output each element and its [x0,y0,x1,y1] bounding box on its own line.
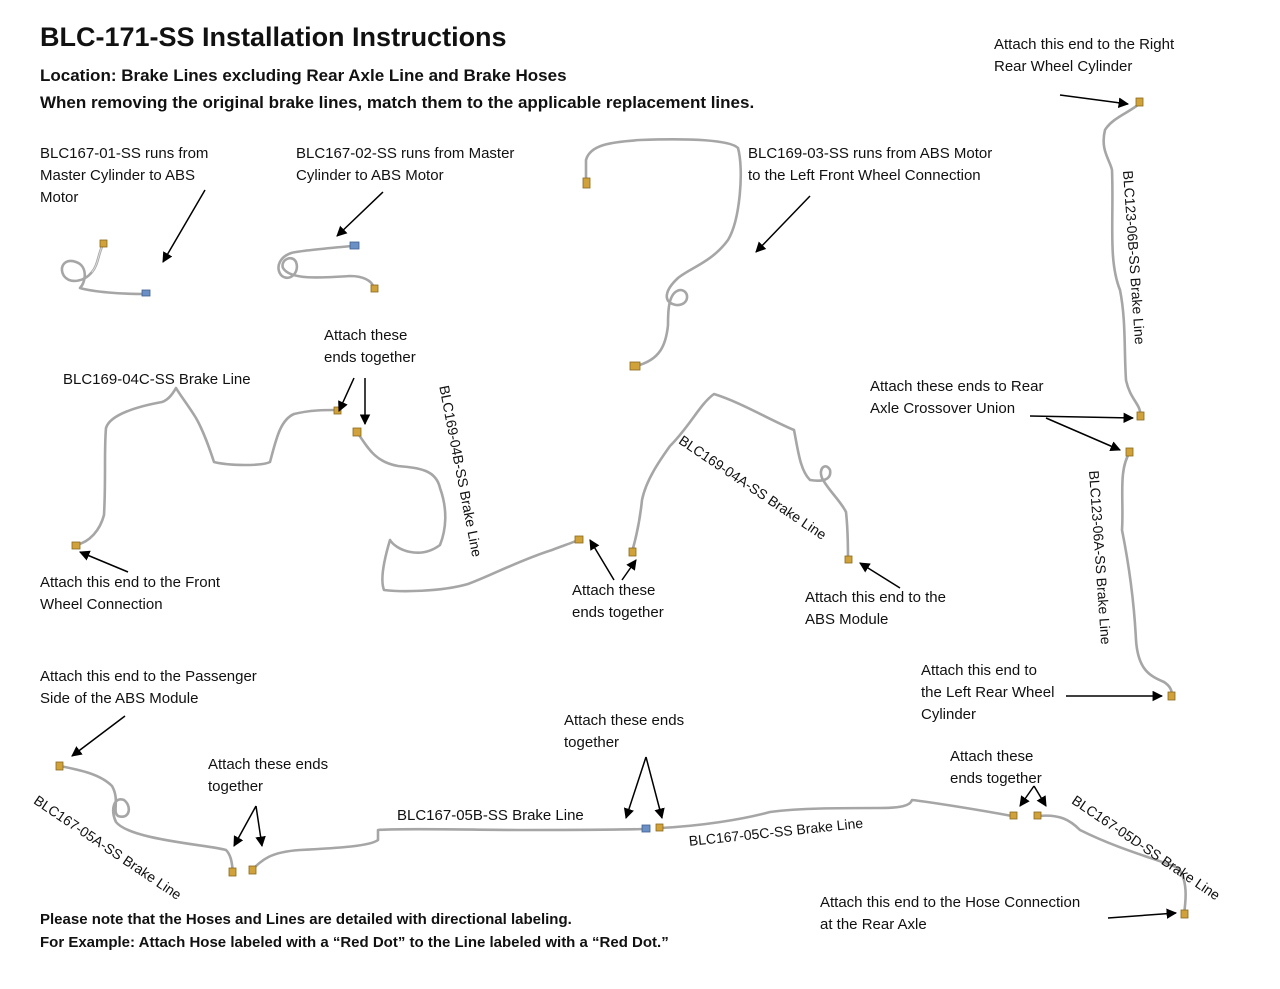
brake-line-169-04a [628,392,853,564]
arrow [623,756,647,819]
arrow [1029,412,1135,424]
fitting [349,241,360,250]
arrow [645,756,665,820]
fitting [1033,811,1042,820]
fitting [582,177,591,189]
brake-line-169-04b [352,427,584,593]
arrow [1059,94,1130,108]
fitting [641,824,651,833]
fitting [844,555,853,564]
annotation-ends-together: Attach these ends together [572,582,664,621]
description-167-01: BLC167-01-SS runs from Master Cylinder t… [40,145,209,206]
fitting [628,547,637,557]
brake-line-167-05a [55,761,237,877]
arrow [233,805,257,847]
description-167-02: BLC167-02-SS runs from Master Cylinder t… [296,145,515,184]
arrow [71,715,126,757]
brake-line-167-05c [655,798,1018,832]
fitting [655,823,664,832]
matching-instruction: When removing the original brake lines, … [40,93,755,112]
fitting [1135,97,1144,107]
description-169-03: BLC169-03-SS runs from ABS Motor to the … [748,145,993,184]
arrow [621,559,637,581]
fitting [1136,411,1145,421]
arrow [1033,785,1047,807]
arrow [79,550,129,573]
brake-line-169-03 [582,137,743,371]
annotation-front-wheel: Attach this end to the Front Wheel Conne… [40,574,221,613]
arrow [1045,417,1121,452]
brake-line-167-01 [60,239,151,297]
fitting [1180,909,1189,919]
arrow [1107,908,1178,919]
fitting [228,867,237,877]
annotation-rear-axle-crossover: Attach these ends to Rear Axle Crossover… [870,378,1044,417]
page-title: BLC-171-SS Installation Instructions [40,22,507,52]
note-line-1: Please note that the Hoses and Lines are… [40,911,572,928]
annotation-left-rear-wheel: Attach this end to the Left Rear Wheel C… [921,662,1055,723]
notes: Please note that the Hoses and Lines are… [40,908,669,954]
fitting [71,541,81,550]
annotation-ends-together: Attach these ends together [950,748,1042,787]
arrow [338,377,355,412]
fitting [574,535,584,544]
arrow [859,562,901,589]
fitting [55,761,64,771]
fitting [1009,811,1018,820]
arrow [1019,785,1035,807]
arrow [589,539,615,581]
fitting [1125,447,1134,457]
fitting [141,289,151,297]
fitting [352,427,362,437]
arrow [162,189,206,263]
fitting [248,865,257,875]
annotation-abs-module: Attach this end to the ABS Module [805,589,946,628]
location-subtitle: Location: Brake Lines excluding Rear Axl… [40,66,567,85]
fitting [629,361,641,371]
annotation-right-rear-wheel: Attach this end to the Right Rear Wheel … [994,36,1175,75]
arrow [255,805,266,848]
brake-line-123-06a [1120,447,1176,701]
brake-line-167-02 [277,241,379,293]
fitting [370,284,379,293]
line-label-167-05b: BLC167-05B-SS Brake Line [397,807,584,824]
annotation-hose-rear-axle: Attach this end to the Hose Connection a… [820,894,1081,933]
annotation-passenger-abs: Attach this end to the Passenger Side of… [40,668,257,707]
annotation-ends-together: Attach these ends together [564,712,685,751]
annotation-arrows [71,94,1178,919]
brake-line-123-06b [1102,97,1145,421]
brake-line-167-05d [1033,811,1189,919]
brake-line-167-05b [248,824,651,875]
arrow [336,191,384,237]
brake-line-169-04c [71,386,342,550]
fitting [99,239,108,248]
fitting [1167,691,1176,701]
annotation-ends-together: Attach these ends together [324,327,416,366]
note-line-2: For Example: Attach Hose labeled with a … [40,934,669,951]
line-label-169-04c: BLC169-04C-SS Brake Line [63,371,251,388]
annotation-ends-together: Attach these ends together [208,756,329,795]
arrow [755,195,811,253]
